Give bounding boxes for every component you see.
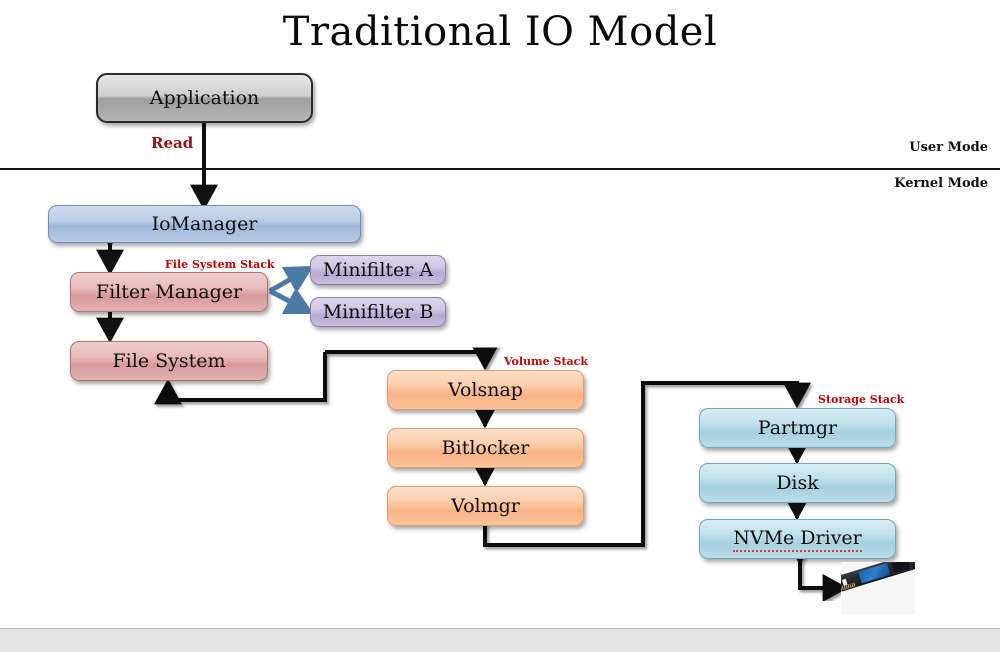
- bottom-strip: [0, 628, 1000, 652]
- box-filter-manager[interactable]: Filter Manager: [70, 272, 268, 312]
- box-bitlocker[interactable]: Bitlocker: [387, 428, 584, 468]
- box-file-system-label: File System: [112, 350, 226, 372]
- connector-nvmedriver-to-device: [786, 539, 849, 602]
- caption-storage-stack: Storage Stack: [818, 393, 905, 406]
- box-application-label: Application: [149, 87, 260, 109]
- box-volmgr-label: Volmgr: [451, 495, 520, 517]
- box-minifilter-b[interactable]: Minifilter B: [310, 297, 446, 327]
- box-nvme-driver[interactable]: NVMe Driver: [699, 519, 896, 559]
- kernel-mode-label: Kernel Mode: [894, 176, 988, 191]
- slide-canvas: Traditional IO Model User Mode Kernel Mo…: [0, 9, 1000, 614]
- box-minifilter-b-label: Minifilter B: [322, 301, 434, 323]
- box-bitlocker-label: Bitlocker: [441, 437, 530, 459]
- connector-filesystem-to-volsnap: [325, 344, 499, 371]
- box-nvme-driver-label: NVMe Driver: [733, 527, 862, 552]
- box-disk-label: Disk: [776, 472, 819, 494]
- caption-file-system-stack: File System Stack: [165, 258, 275, 271]
- box-iomanager[interactable]: IoManager: [48, 205, 361, 243]
- box-partmgr[interactable]: Partmgr: [699, 408, 896, 448]
- box-volsnap-label: Volsnap: [448, 379, 523, 401]
- box-volsnap[interactable]: Volsnap: [387, 370, 584, 410]
- box-iomanager-label: IoManager: [151, 213, 258, 235]
- box-partmgr-label: Partmgr: [757, 417, 838, 439]
- read-operation-label: Read: [151, 134, 194, 152]
- caption-volume-stack: Volume Stack: [504, 355, 588, 368]
- box-volmgr[interactable]: Volmgr: [387, 486, 584, 526]
- user-kernel-divider: [0, 168, 1000, 170]
- box-filter-manager-label: Filter Manager: [95, 281, 243, 303]
- box-minifilter-a-label: Minifilter A: [322, 259, 434, 281]
- ssd-nand-chip: [890, 562, 912, 575]
- user-mode-label: User Mode: [909, 140, 988, 155]
- arrow-filtermanager-minifilters: [268, 265, 314, 315]
- box-minifilter-a[interactable]: Minifilter A: [310, 255, 446, 285]
- page-title: Traditional IO Model: [282, 9, 718, 55]
- box-application[interactable]: Application: [96, 73, 313, 123]
- nvme-m2-ssd-image: [841, 562, 915, 614]
- ssd-brand-label: [858, 563, 891, 584]
- box-file-system[interactable]: File System: [70, 341, 268, 381]
- box-disk[interactable]: Disk: [699, 463, 896, 503]
- ssd-pcb: [841, 562, 915, 592]
